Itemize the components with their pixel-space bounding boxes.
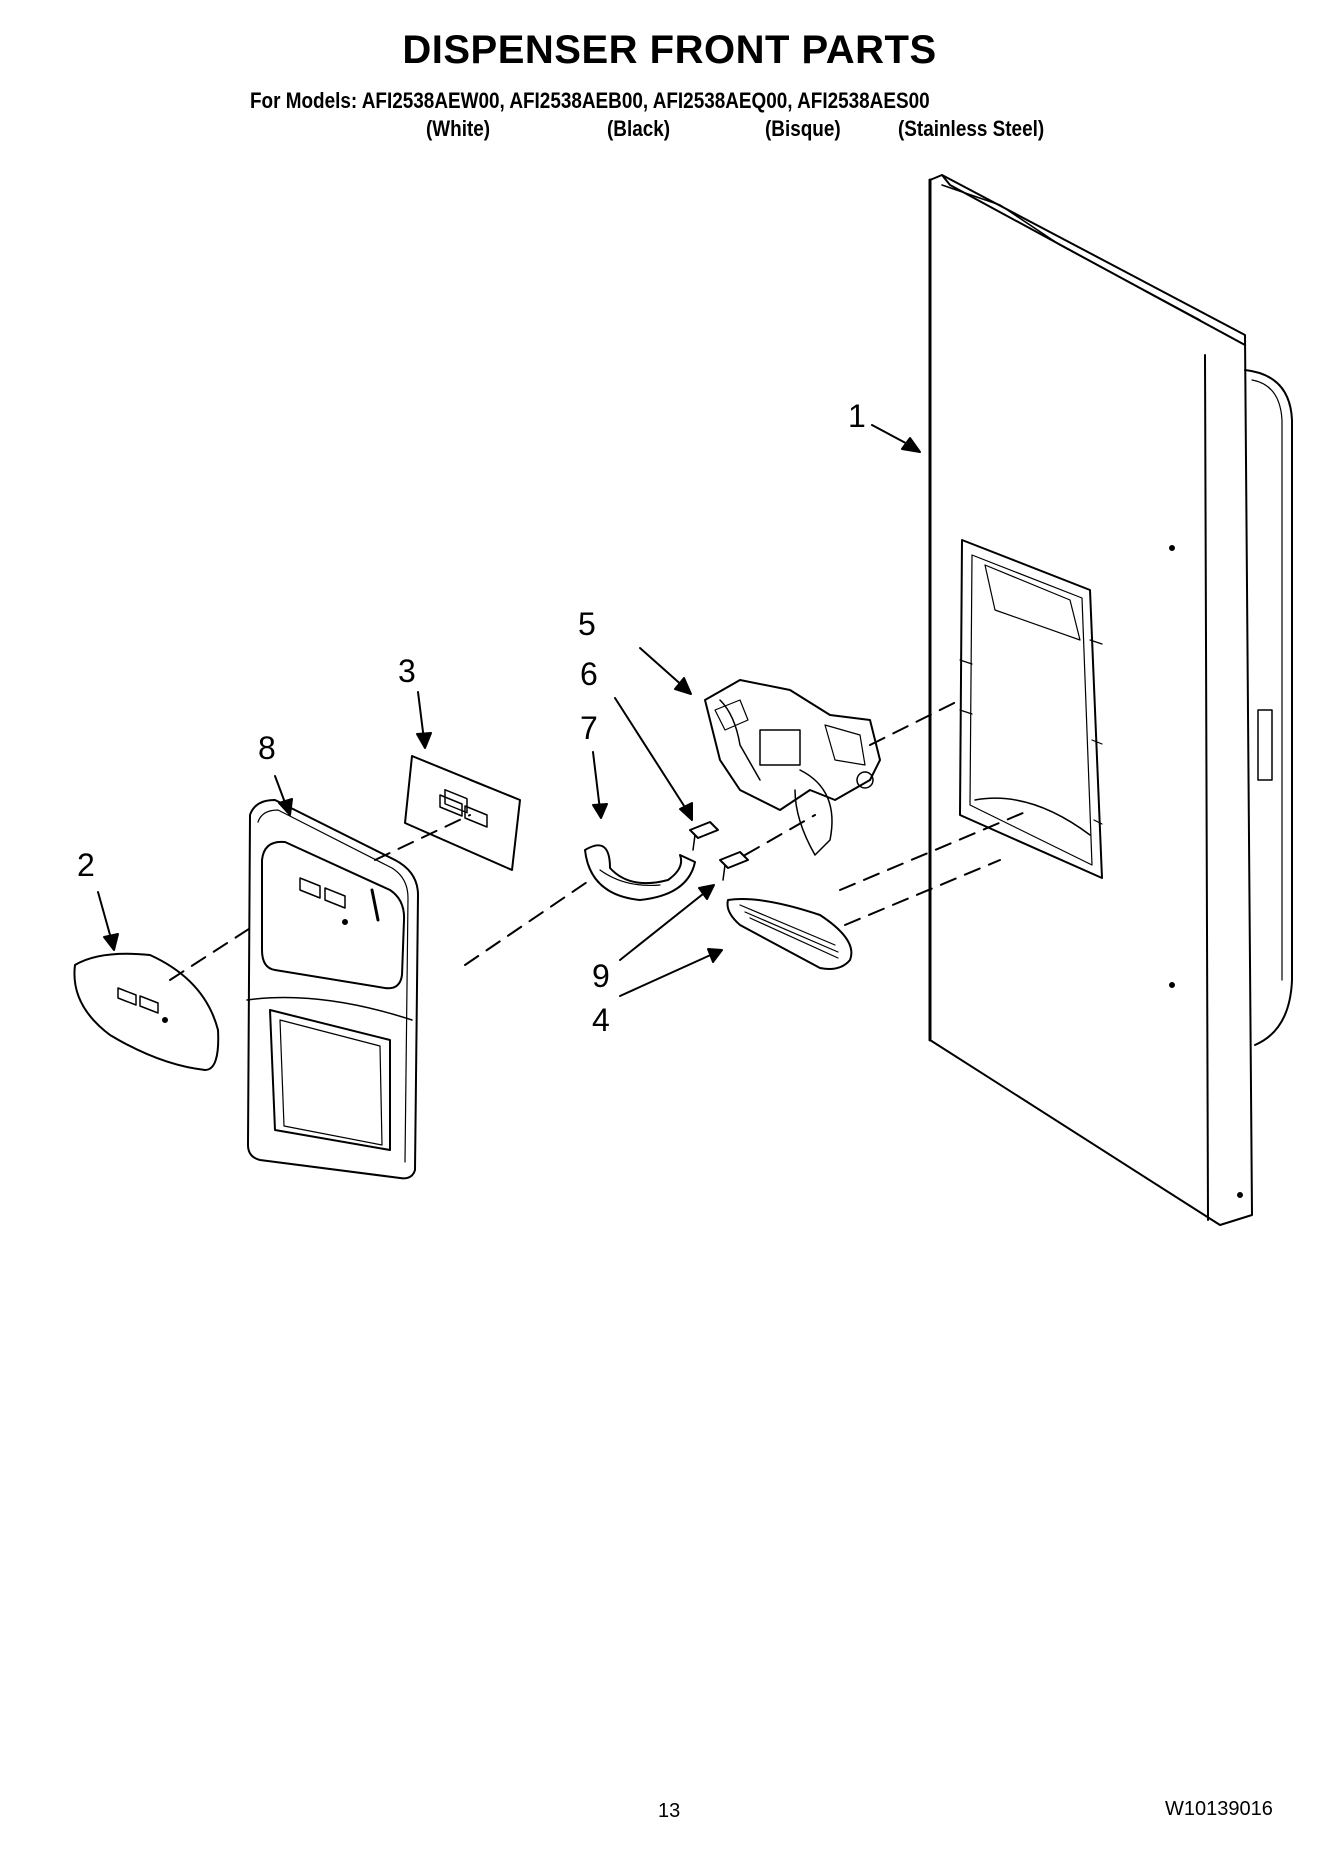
model-color-white: (White) xyxy=(426,116,491,141)
callout-2: 2 xyxy=(77,847,95,883)
model-color-bisque: (Bisque) xyxy=(765,116,841,141)
assembly-lines xyxy=(169,699,1031,981)
models-line: For Models: AFI2538AEW00, AFI2538AEB00, … xyxy=(250,88,930,113)
dispenser-mechanism-part xyxy=(704,679,881,856)
dispenser-cover-part xyxy=(73,952,220,1071)
callout-leaders xyxy=(97,424,921,997)
page-number: 13 xyxy=(658,1800,681,1822)
callout-6: 6 xyxy=(580,656,598,692)
callout-1: 1 xyxy=(848,398,866,434)
document-number: W10139016 xyxy=(1165,1798,1273,1820)
model-color-black: (Black) xyxy=(607,116,671,141)
control-board-part xyxy=(404,755,521,871)
dispenser-housing-part xyxy=(246,799,419,1180)
screw-part-9 xyxy=(719,851,749,881)
callout-4: 4 xyxy=(592,1002,610,1038)
ice-chute-part xyxy=(584,844,696,901)
drip-tray-part xyxy=(726,898,853,970)
callout-7: 7 xyxy=(580,710,598,746)
callout-9: 9 xyxy=(592,958,610,994)
screw-part-6 xyxy=(689,821,719,851)
callout-3: 3 xyxy=(398,653,416,689)
page-title: DISPENSER FRONT PARTS xyxy=(402,28,937,72)
model-color-stainless: (Stainless Steel) xyxy=(898,116,1045,141)
callout-5: 5 xyxy=(578,606,596,642)
callout-8: 8 xyxy=(258,730,276,766)
door-panel-part xyxy=(928,174,1293,1226)
